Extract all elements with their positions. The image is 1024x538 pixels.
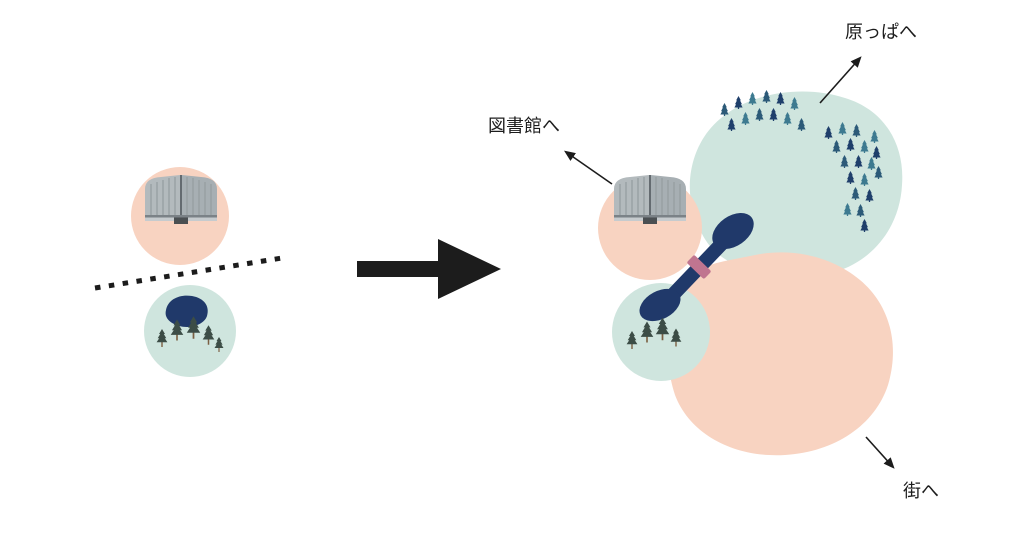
to-meadow-label: 原っぱへ <box>845 22 917 43</box>
stream-connector <box>639 212 754 322</box>
pond-icon <box>639 288 681 322</box>
to-town-arrow-icon <box>865 436 895 469</box>
boundary-dotted-line-icon <box>94 255 283 291</box>
to-library-label: 図書館へ <box>488 116 560 137</box>
library-building-icon <box>613 174 687 225</box>
pond-icon <box>712 212 754 250</box>
to-meadow-arrow-icon <box>819 56 862 104</box>
transform-arrow-icon <box>357 239 501 299</box>
conifer-icon <box>748 92 757 105</box>
library-building-icon <box>144 174 218 225</box>
to-library-arrow-icon <box>564 150 613 185</box>
town-area <box>668 252 893 456</box>
after-group: 図書館へ 原っぱへ 街へ <box>488 22 939 502</box>
conifer-icon <box>720 103 729 116</box>
conifer-icon <box>734 96 743 109</box>
pond-icon <box>165 295 208 327</box>
bridge-band-icon <box>687 255 711 279</box>
before-group <box>94 167 283 377</box>
to-town-label: 街へ <box>903 481 939 502</box>
